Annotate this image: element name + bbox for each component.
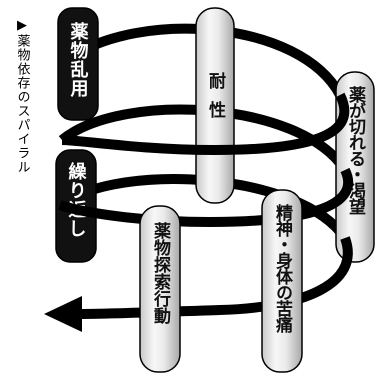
pillar-tolerance: 耐性 xyxy=(195,7,235,204)
pillar-repetition-label: 繰り返し xyxy=(66,161,87,238)
diagram-title: ▶薬物依存のスパイラル xyxy=(15,18,31,174)
spiral-arrowhead xyxy=(44,296,82,332)
spiral-front xyxy=(58,92,354,319)
pillar-drug-abuse-label: 薬物乱用 xyxy=(68,22,89,98)
pillar-tolerance-label: 耐性 xyxy=(205,71,226,130)
pillar-mental-physical-suffering: 精神・身体の苦痛 xyxy=(261,189,303,373)
pillar-drug-seeking-label: 薬物探索行動 xyxy=(150,222,172,325)
pillar-drug-abuse: 薬物乱用 xyxy=(57,7,99,121)
pillar-mental-physical-suffering-label: 精神・身体の苦痛 xyxy=(272,203,293,334)
pillar-drug-seeking: 薬物探索行動 xyxy=(139,205,181,373)
